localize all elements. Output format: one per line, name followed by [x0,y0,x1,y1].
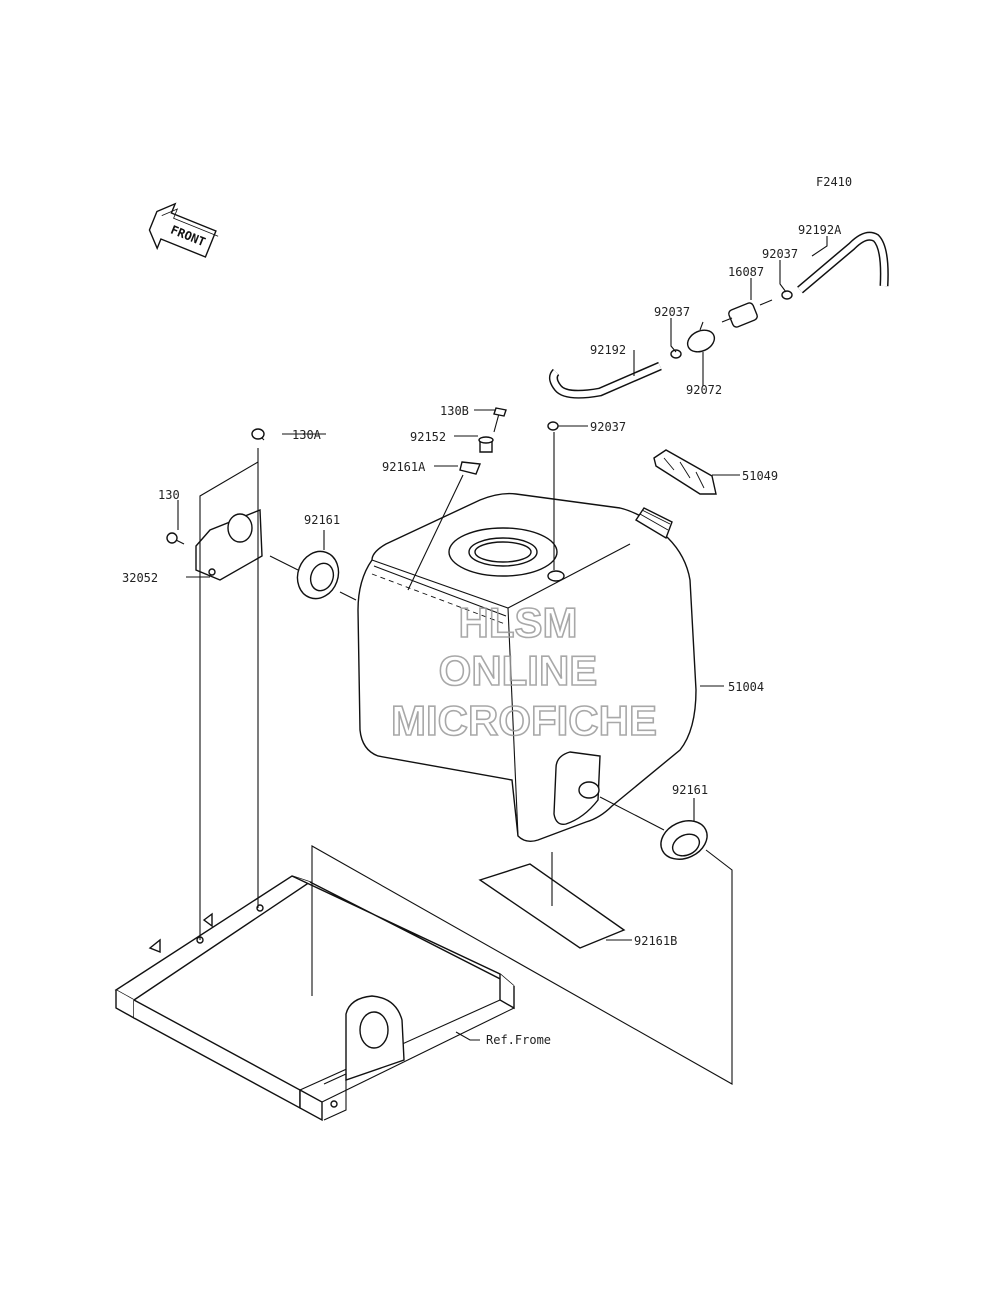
grommet-92161-right [660,820,708,860]
label-32052: 32052 [122,571,158,585]
hose-92192a [797,231,889,294]
bolt-130a [251,428,265,441]
cap-51049 [653,449,717,495]
label-92152: 92152 [410,430,446,444]
label-130b: 130B [440,404,469,418]
clamp-92037-low [547,421,559,431]
watermark-line3: MICROFICHE [391,697,657,744]
front-arrow-icon: FRONT [148,202,219,258]
label-51004: 51004 [728,680,764,694]
bolt-130 [166,532,185,545]
label-92037-upper: 92037 [762,247,798,261]
fuel-filter-16087 [721,299,773,328]
label-92161a: 92161A [382,460,426,474]
label-51049: 51049 [742,469,778,483]
label-92161-right: 92161 [672,783,708,797]
watermark-line2: ONLINE [439,647,598,694]
reference-frame [114,875,515,1122]
figure-code: F2410 [816,175,852,189]
holder-92072 [686,321,716,353]
label-92161b: 92161B [634,934,677,948]
label-92192: 92192 [590,343,626,357]
callout-labels: 92192A 92037 16087 92037 92192 92072 130… [122,223,842,1047]
clamp-92037-mid [670,349,682,359]
bracket-32052 [195,508,263,581]
leader-lines [177,236,828,1085]
fuel-tank-51004 [357,492,697,843]
label-92037-low: 92037 [590,420,626,434]
clamp-92037-upper [781,290,793,300]
hose-92192 [548,361,662,399]
bolt-130b [493,407,507,433]
label-130a: 130A [292,428,322,442]
label-92072: 92072 [686,383,722,397]
label-92192a: 92192A [798,223,842,237]
collar-92152 [478,436,494,453]
watermark: HLSM ONLINE MICROFICHE [390,598,658,745]
grommet-92161-left [296,550,340,600]
label-130: 130 [158,488,180,502]
label-92037-mid: 92037 [654,305,690,319]
watermark-line1: HLSM [459,599,578,646]
label-16087: 16087 [728,265,764,279]
grommet-92161a [459,461,481,475]
label-ref-frame: Ref.Frome [486,1033,551,1047]
label-92161-left: 92161 [304,513,340,527]
